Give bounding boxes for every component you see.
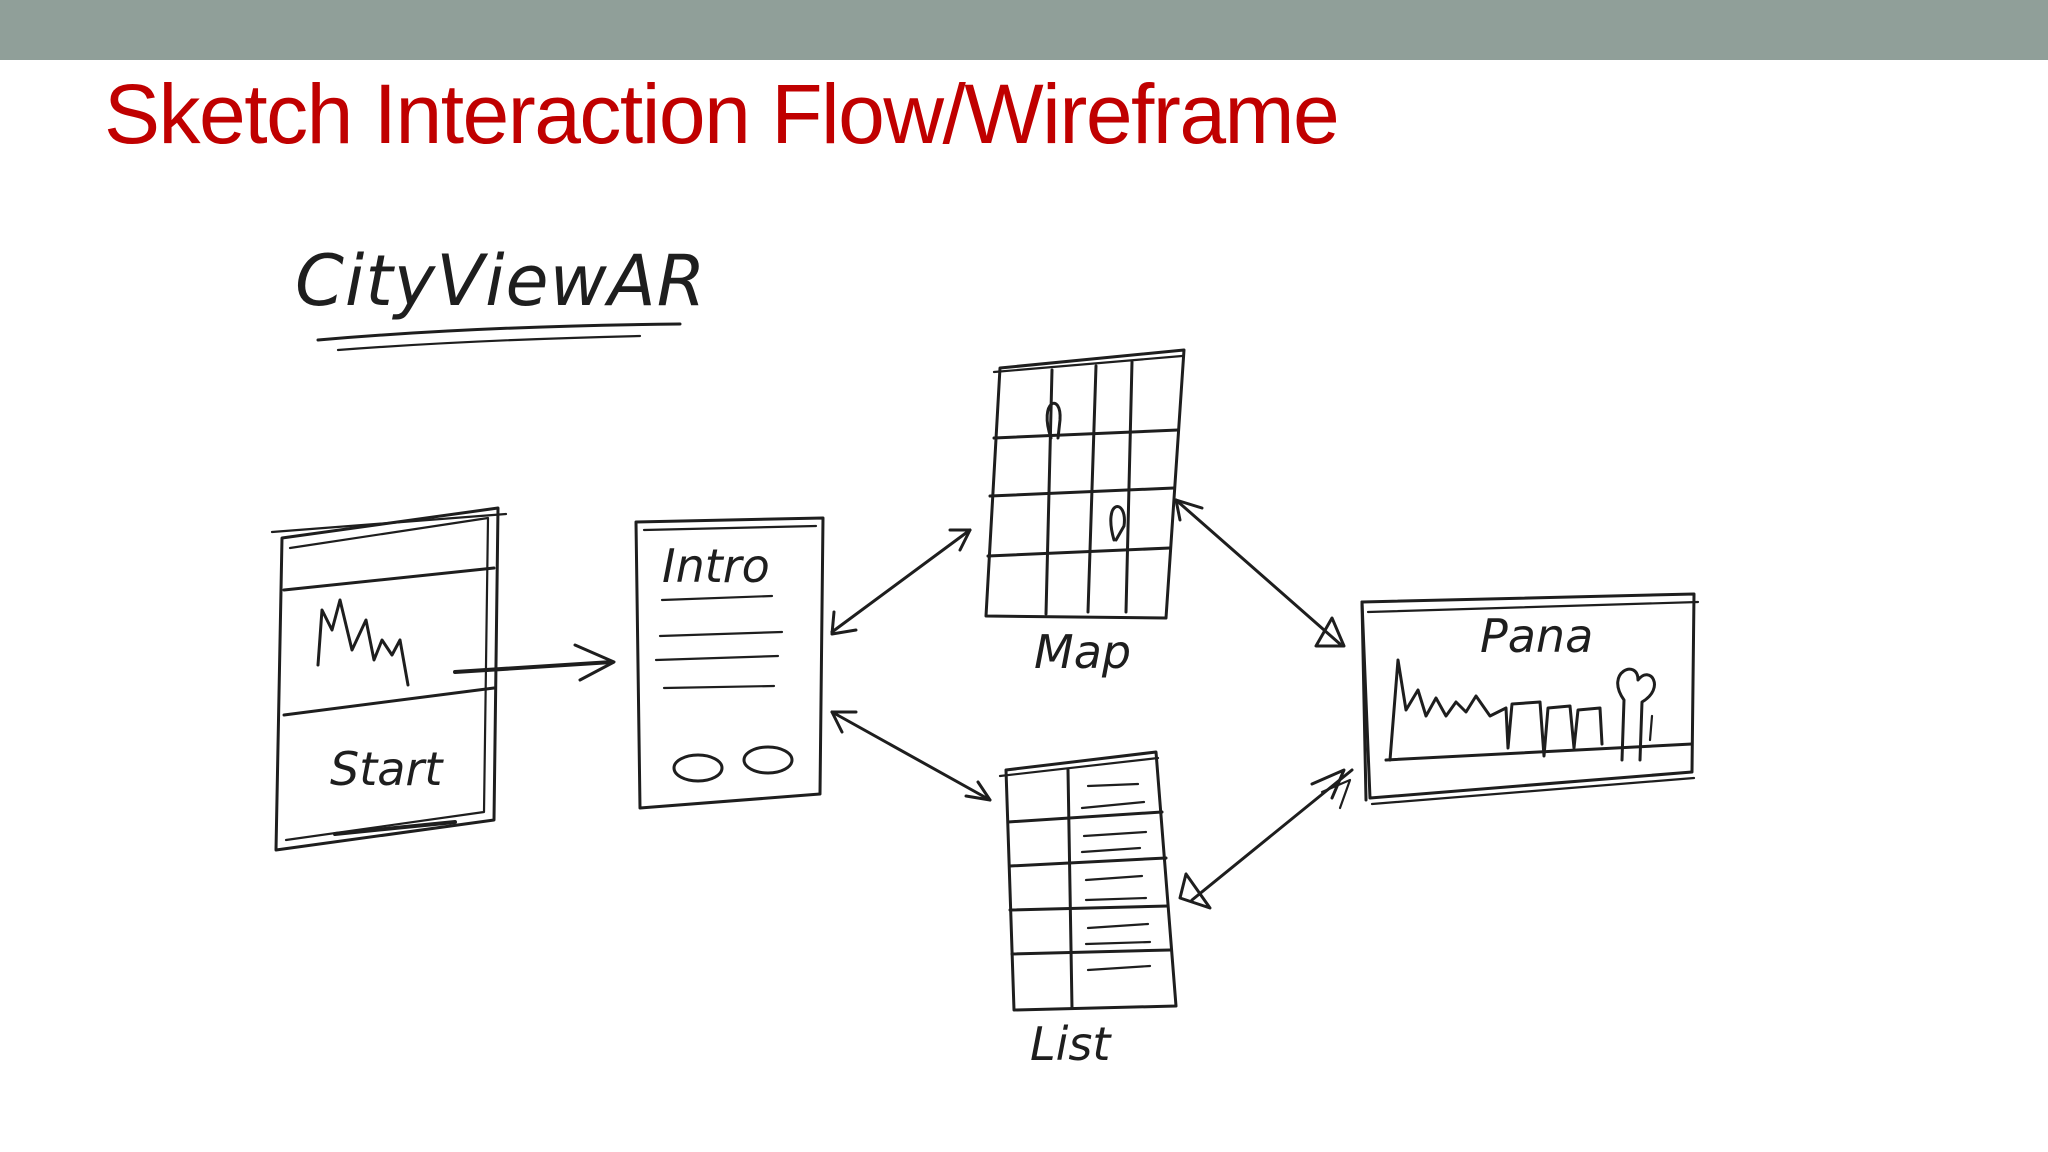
- list-label: List: [1030, 1017, 1112, 1071]
- app-name-underline-2: [338, 336, 640, 350]
- intro-button-right: [744, 747, 792, 773]
- pano-skyline-sketch: [1390, 660, 1602, 760]
- arrow-map-pano: [1176, 500, 1340, 644]
- list-screen: List: [1000, 752, 1176, 1071]
- intro-button-left: [674, 755, 722, 781]
- arrow-head-list-pano-a: [1180, 874, 1210, 908]
- map-label: Map: [1034, 625, 1131, 679]
- app-name-underline: [318, 324, 680, 340]
- intro-label: Intro: [662, 539, 770, 593]
- map-pin-icon: [1047, 403, 1060, 438]
- pano-ground-line: [1386, 744, 1692, 760]
- arrow-head-intro-list-b: [966, 782, 990, 800]
- pano-label: Pana: [1480, 609, 1593, 663]
- skyline-sketch: [318, 600, 408, 685]
- start-image-divider: [284, 688, 494, 715]
- start-label: Start: [330, 742, 444, 796]
- start-screen: Start: [272, 508, 506, 850]
- map-pin-icon-2: [1111, 506, 1125, 540]
- app-name-label: CityViewAR: [295, 240, 706, 322]
- intro-screen: Intro: [636, 518, 823, 808]
- map-screen: Map: [986, 350, 1184, 679]
- arrow-intro-list: [832, 712, 990, 800]
- arrow-head-intro-map-b: [950, 530, 970, 550]
- start-header-divider: [284, 568, 494, 590]
- pano-screen: Pana: [1362, 594, 1698, 804]
- arrow-intro-map: [832, 530, 970, 632]
- arrow-start-to-intro: [455, 662, 612, 672]
- arrow-head-map-pano-b: [1316, 618, 1344, 646]
